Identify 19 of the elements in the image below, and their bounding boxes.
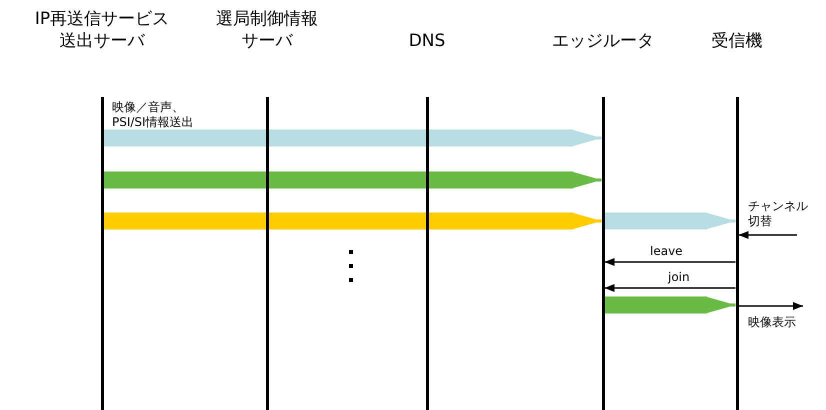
message-arrow xyxy=(604,284,736,292)
participant-label: DNS xyxy=(408,30,446,52)
participant-label: IP再送信サービス送出サーバ xyxy=(34,8,170,52)
block-arrow xyxy=(604,296,737,314)
block-arrow xyxy=(604,212,737,230)
edge-label: leave xyxy=(650,244,683,259)
participant-label: エッジルータ xyxy=(551,30,655,52)
participant-label: 選局制御情報サーバ xyxy=(215,8,319,52)
message-arrow xyxy=(738,302,803,310)
edge-label: 映像／音声、PSI/SI情報送出 xyxy=(112,100,195,130)
edge-label: 映像表示 xyxy=(748,315,797,330)
block-arrow xyxy=(104,172,603,188)
message-arrow xyxy=(738,231,797,239)
message-arrow xyxy=(604,258,736,266)
block-arrow xyxy=(104,212,603,230)
block-arrow xyxy=(104,130,603,146)
edge-label: join xyxy=(668,270,690,285)
edge-label: チャンネル切替 xyxy=(748,199,809,229)
participant-label: 受信機 xyxy=(710,30,764,52)
